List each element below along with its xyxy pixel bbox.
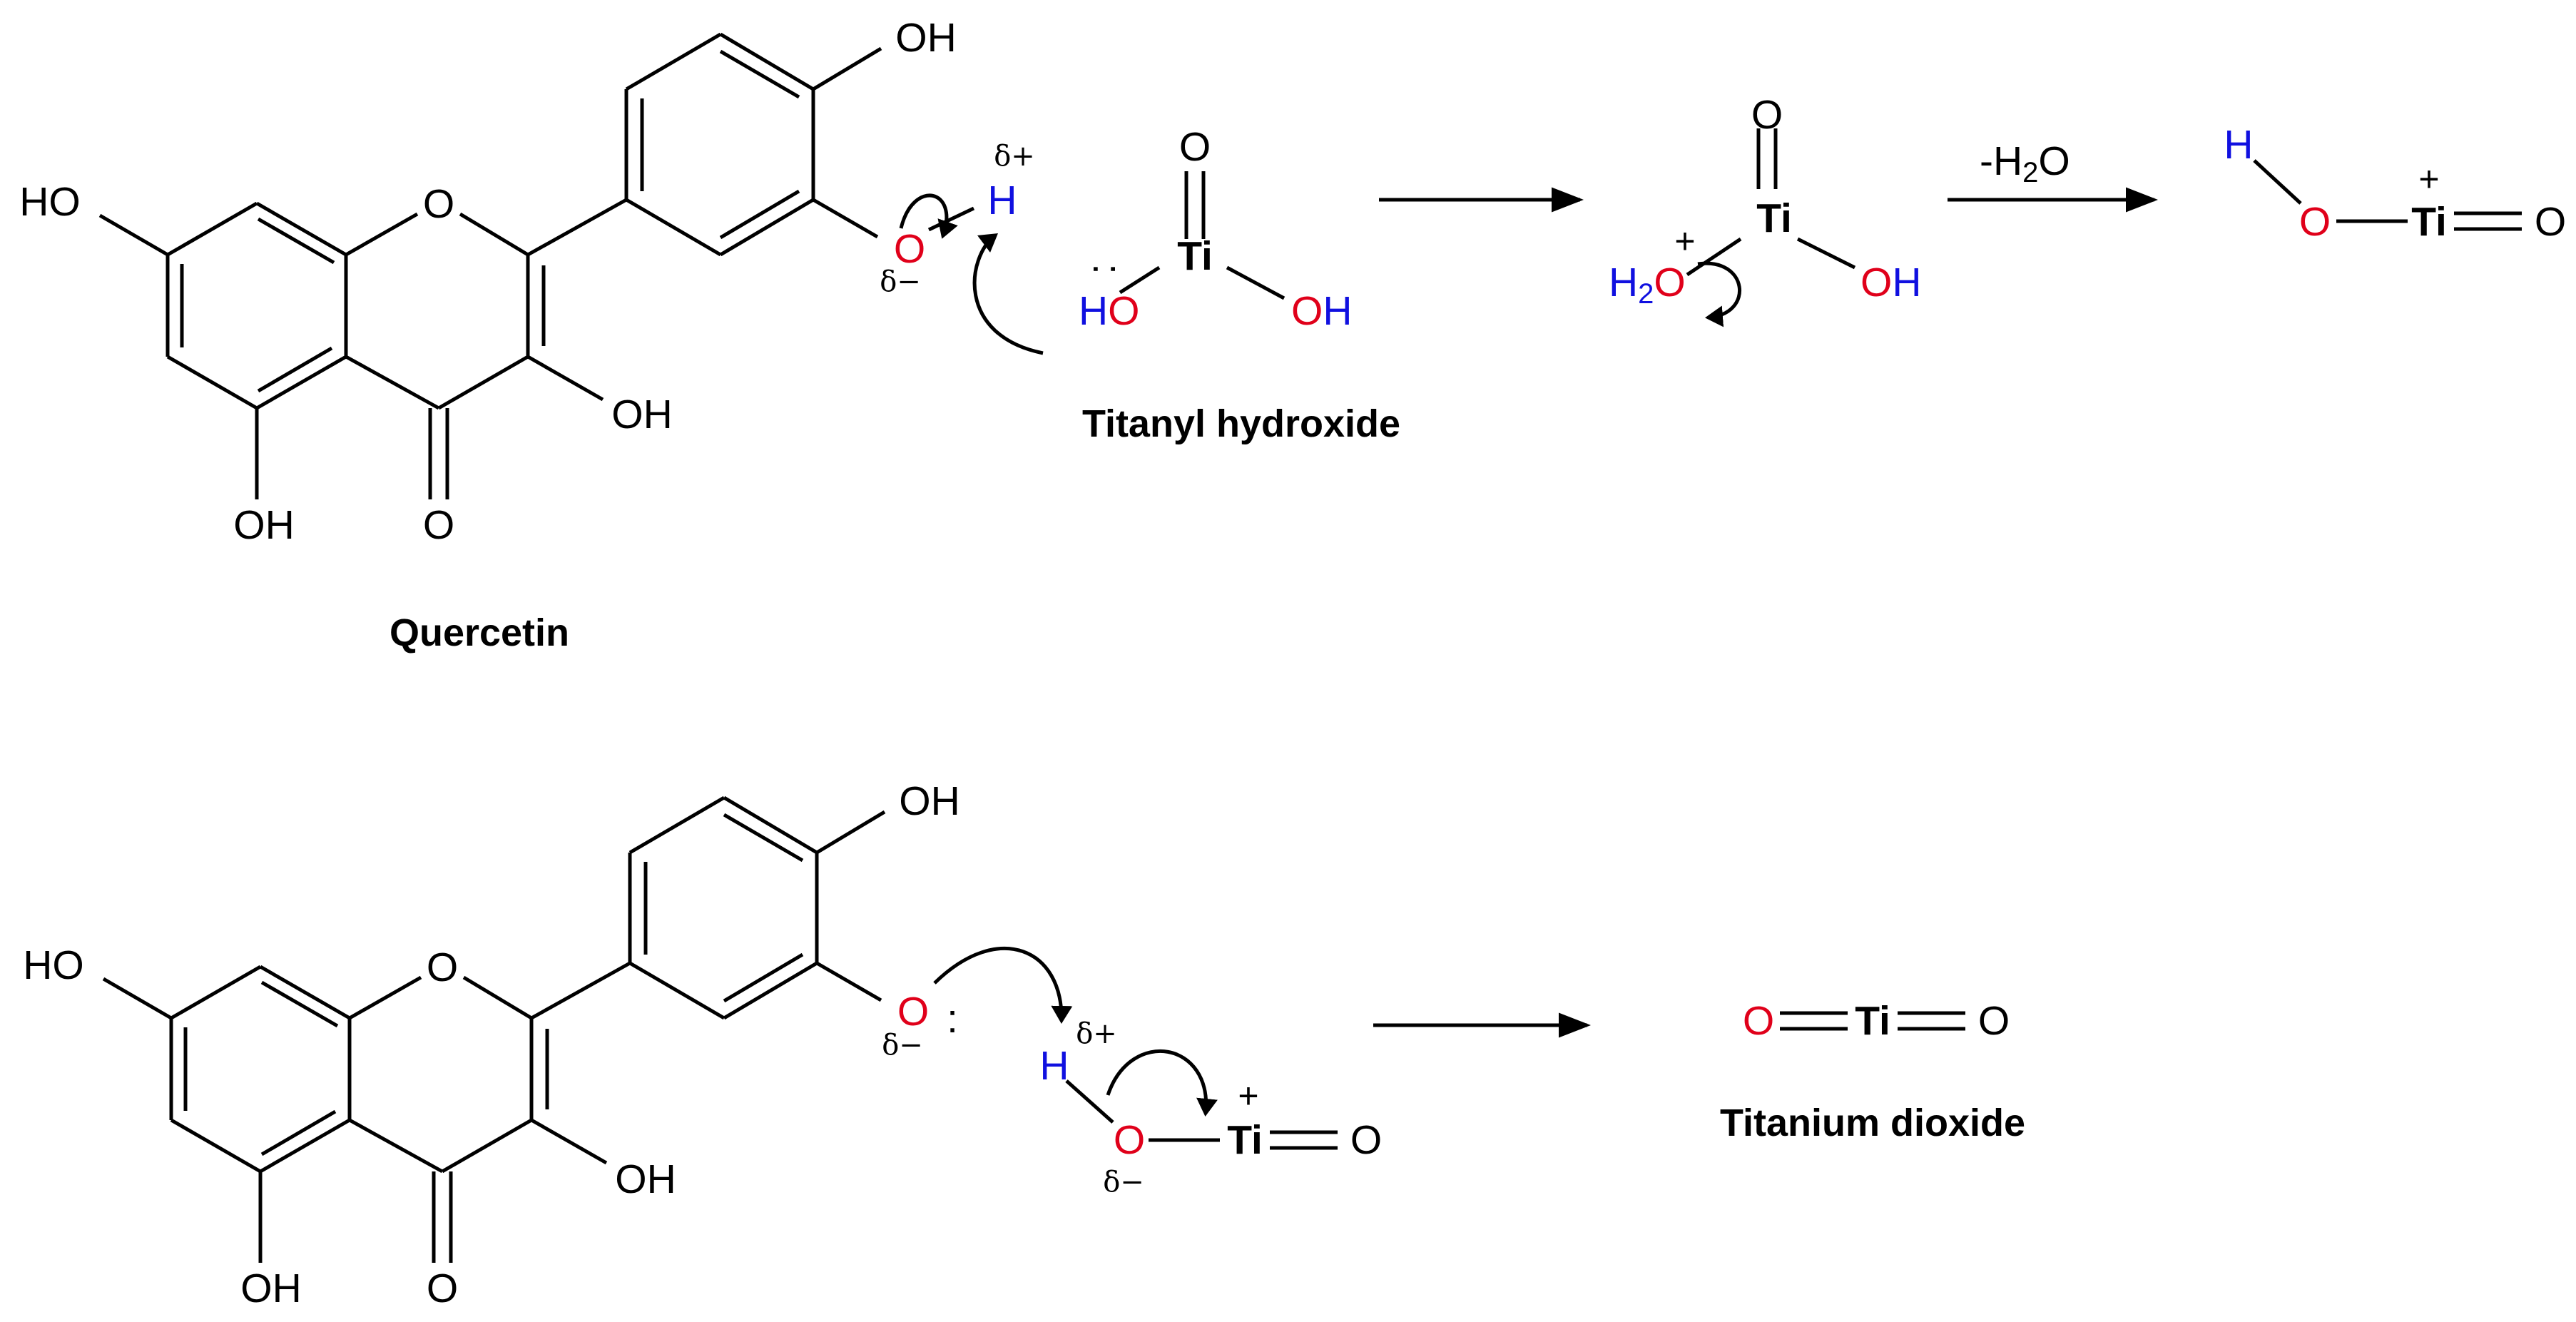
hydroxyl-5-label: OH bbox=[233, 502, 295, 548]
curly-arrow-phenoxide-to-h bbox=[933, 946, 1073, 1024]
hydroxyl-4prime-label-bottom: OH bbox=[899, 778, 960, 824]
tio2-oxygen-right: O bbox=[1978, 998, 2010, 1044]
hydroxyl-3prime-hydrogen: H bbox=[987, 178, 1017, 223]
tio2-oxygen-left: O bbox=[1743, 998, 1774, 1044]
curly-arrow-lonepair-to-h bbox=[972, 233, 1044, 355]
quercetin-name-top: Quercetin bbox=[390, 611, 569, 654]
titanyl-oh-label: OH bbox=[1291, 288, 1353, 334]
ring-oxygen-label-bottom: O bbox=[427, 945, 458, 990]
hydroxyl-3prime-oxygen: O bbox=[894, 226, 925, 272]
curly-arrow-water-leaving bbox=[1697, 261, 1742, 327]
product-oxygen-label: O bbox=[2299, 199, 2331, 245]
hydroxyl-7-label: HO bbox=[19, 179, 81, 225]
hydroxy-titanyl-bottom bbox=[1065, 1079, 1338, 1150]
hydroxyl-3-label: OH bbox=[611, 392, 673, 437]
bottom-ti-label: Ti bbox=[1227, 1117, 1263, 1163]
hydroxyl-7-label-bottom: HO bbox=[23, 942, 84, 988]
hydroxy-titanyl-cation bbox=[2253, 159, 2522, 231]
quercetin-molecule-bottom bbox=[102, 795, 886, 1263]
delta-plus-label-bottom: δ+ bbox=[1076, 1017, 1117, 1050]
delta-minus-label: δ− bbox=[880, 265, 921, 298]
product-hydrogen-label: H bbox=[2224, 122, 2253, 168]
titanyl-hydroxide-molecule bbox=[1119, 171, 1286, 300]
carbonyl-oxygen-label: O bbox=[423, 502, 454, 548]
delta-minus-label-bottom: δ− bbox=[882, 1029, 923, 1062]
intermediate-ti-label: Ti bbox=[1756, 195, 1792, 241]
titanyl-oxo-label: O bbox=[1179, 124, 1211, 170]
quercetin-molecule-top bbox=[98, 32, 975, 499]
lone-pair-bottom: : bbox=[947, 996, 958, 1042]
ring-oxygen-label: O bbox=[423, 181, 454, 227]
hydroxyl-4prime-label: OH bbox=[895, 15, 957, 61]
intermediate-oxo-label: O bbox=[1751, 92, 1783, 138]
bottom-oxo-label: O bbox=[1350, 1117, 1382, 1163]
titanyl-ho-label: HO bbox=[1079, 288, 1140, 334]
intermediate-plus-charge: + bbox=[1674, 221, 1695, 261]
delta-plus-label: δ+ bbox=[994, 140, 1035, 173]
titanyl-ti-label: Ti bbox=[1177, 233, 1213, 279]
product-ti-label: Ti bbox=[2411, 199, 2447, 245]
tio2-ti-label: Ti bbox=[1855, 998, 1890, 1044]
titanyl-hydroxide-name: Titanyl hydroxide bbox=[1082, 402, 1400, 445]
phenoxide-oxygen-bottom: O bbox=[897, 989, 929, 1034]
hydroxyl-5-label-bottom: OH bbox=[240, 1266, 302, 1311]
curly-arrow-oh-to-ti bbox=[1106, 1049, 1218, 1117]
titanium-dioxide-molecule bbox=[1780, 1011, 1965, 1031]
lone-pair-dots: : bbox=[1084, 263, 1130, 275]
curly-arrow-oh-to-h bbox=[899, 193, 958, 239]
delta-minus-label-bottom-2: δ− bbox=[1103, 1166, 1144, 1199]
carbonyl-oxygen-label-bottom: O bbox=[427, 1266, 458, 1311]
product-plus-charge: + bbox=[2418, 159, 2439, 199]
hydroxyl-3-label-bottom: OH bbox=[615, 1156, 676, 1202]
product-oxo-label: O bbox=[2535, 199, 2566, 245]
bottom-hydrogen-label: H bbox=[1039, 1043, 1069, 1089]
intermediate-h2o-label: H2O bbox=[1609, 260, 1686, 310]
titanium-dioxide-name: Titanium dioxide bbox=[1720, 1102, 2025, 1144]
intermediate-oh-label: OH bbox=[1860, 260, 1922, 305]
bottom-hydroxy-oxygen: O bbox=[1114, 1117, 1145, 1163]
minus-water-label: -H2O bbox=[1980, 138, 2070, 188]
bottom-plus-charge: + bbox=[1238, 1076, 1258, 1116]
intermediate-molecule bbox=[1686, 128, 1856, 277]
